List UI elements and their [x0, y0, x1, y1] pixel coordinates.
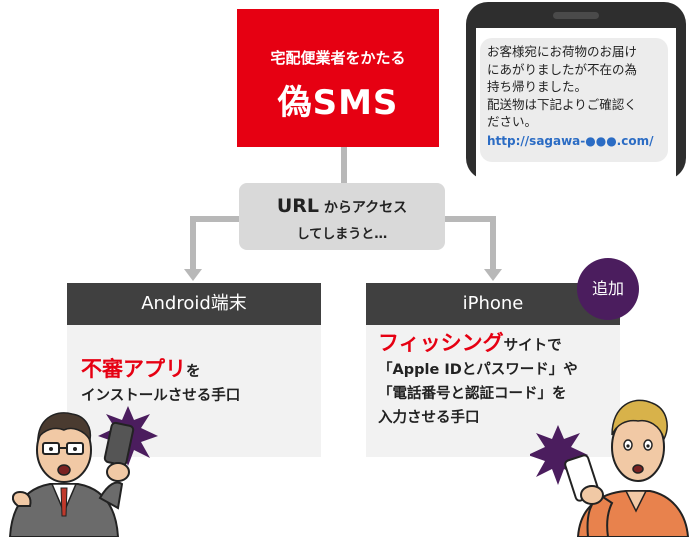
fake-sms-title: 偽SMS	[277, 83, 399, 123]
android-panel-header: Android端末	[67, 283, 321, 325]
android-line-1-rest: を	[186, 364, 201, 380]
sms-line: 持ち帰りました。	[487, 79, 588, 94]
connector-right-horizontal	[444, 216, 496, 222]
added-badge: 追加	[577, 258, 639, 320]
sms-message-bubble: お客様宛にお荷物のお届け にあがりましたが不在の為 持ち帰りました。 配送物は下…	[480, 38, 668, 162]
iphone-line-1-rest: サイトで	[503, 338, 562, 354]
android-description: 不審アプリを インストールさせる手口	[81, 357, 240, 408]
businessman-illustration	[8, 406, 158, 537]
arrow-right-head	[484, 269, 502, 281]
connector-top-vertical	[341, 147, 347, 184]
android-panel-body: 不審アプリを インストールさせる手口	[67, 325, 321, 457]
iphone-desc-line-3: 「電話番号と認証コード」を	[378, 386, 567, 402]
sms-line: ださい。	[487, 114, 538, 129]
iphone-desc-line-4: 入力させる手口	[378, 410, 480, 426]
iphone-highlight: フィッシング	[378, 331, 504, 355]
iphone-desc-line-1: フィッシングサイトで	[378, 331, 578, 358]
connector-right-vertical	[490, 216, 496, 270]
connector-left-horizontal	[190, 216, 240, 222]
sms-line: にあがりましたが不在の為	[487, 61, 638, 77]
fake-sms-subtitle: 宅配便業者をかたる	[270, 49, 406, 67]
sms-line: 配送物は下記よりご確認く	[487, 96, 637, 112]
iphone-description: フィッシングサイトで 「Apple IDとパスワード」や 「電話番号と認証コード…	[378, 331, 578, 430]
phone-speaker	[553, 12, 599, 19]
url-access-box: URL からアクセス してしまうと…	[239, 183, 445, 250]
man-with-smartphone-illustration	[530, 399, 690, 537]
access-line-2: してしまうと…	[296, 227, 388, 242]
access-line-1: URL からアクセス	[239, 195, 445, 217]
access-line-1-rest: からアクセス	[318, 200, 408, 216]
iphone-desc-line-2: 「Apple IDとパスワード」や	[378, 362, 578, 378]
access-url-label: URL	[276, 195, 319, 217]
fake-sms-title-box: 宅配便業者をかたる 偽SMS	[237, 9, 439, 147]
sms-line: お客様宛にお荷物のお届け	[487, 44, 638, 59]
android-desc-line-2: インストールさせる手口	[81, 388, 241, 404]
android-highlight: 不審アプリ	[81, 357, 186, 381]
connector-left-vertical	[190, 216, 196, 270]
arrow-left-head	[184, 269, 202, 281]
android-desc-line-1: 不審アプリを	[81, 357, 240, 384]
sms-link[interactable]: http://sagawa-●●●.com/	[487, 133, 654, 148]
